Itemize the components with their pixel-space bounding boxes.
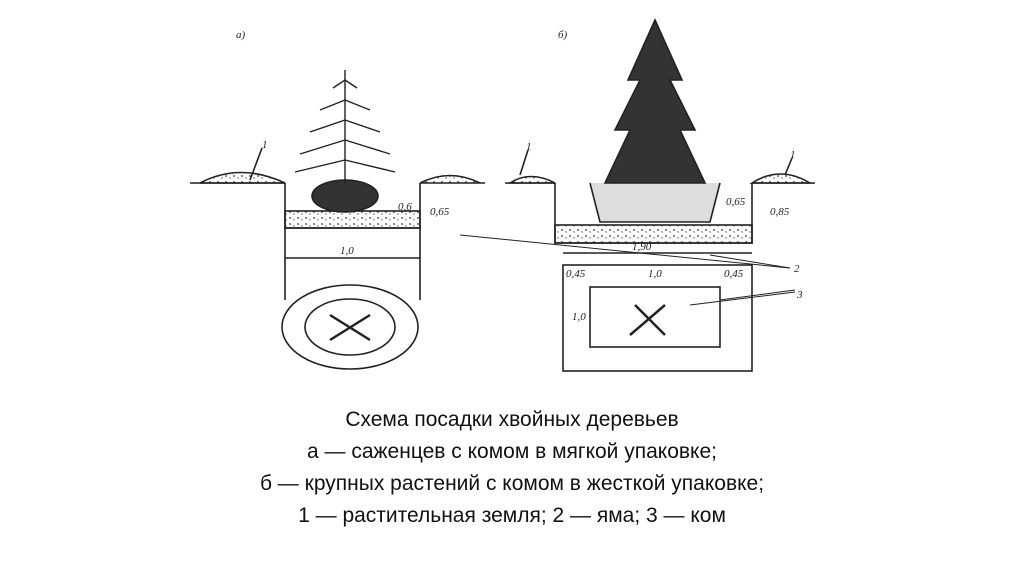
wooden-box [589,182,721,223]
plan-dimension: 1,0 [648,268,662,280]
plan-dimension: 1,0 [572,311,586,323]
caption-line-a: а — саженцев с комом в мягкой упаковке; [306,440,717,463]
panel-b-label: б) [558,29,568,41]
large-tree-icon [603,18,707,184]
callout-1: 1 [526,141,532,153]
depth-dimension: 0,65 [430,206,450,218]
caption-legend: 1 — растительная земля; 2 — яма; 3 — ком [298,504,726,527]
plan-dimension: 0,45 [566,268,586,280]
soil-mound-icon [199,171,286,184]
width-dimension: 1,90 [632,241,652,253]
depth-dimension: 0,6 [398,201,412,213]
seedling-tree-icon [294,70,396,185]
caption-title: Схема посадки хвойных деревьев [345,408,679,431]
plan-dimension: 0,45 [724,268,744,280]
callout-3: 3 [796,289,803,301]
drainage-layer [554,224,753,244]
plan-view-outer [281,284,419,370]
plan-view-pit [562,264,753,372]
plan-tree-icon [629,304,666,336]
panel-a-label: а) [236,29,246,41]
depth-dimension: 0,65 [726,196,746,208]
plan-view-root-ball [304,298,396,356]
caption-line-b: б — крупных растений с комом в жесткой у… [259,472,765,495]
callout-1: 1 [790,149,796,161]
depth-dimension: 0,85 [770,206,790,218]
width-dimension: 1,0 [340,245,354,257]
drainage-layer [284,210,421,229]
callout-1: 1 [262,139,268,151]
panel-a: а) 1 1,0 0,6 0,65 [190,29,485,370]
soil-mound-icon [419,174,481,184]
plan-view-box [589,286,721,348]
panel-b: б) 1,90 0,65 0,85 1 1 0,45 1,0 0,45 1,0 … [459,18,815,372]
figure-caption: Схема посадки хвойных деревьев а — сажен… [0,404,1024,532]
callout-2: 2 [794,263,800,275]
plan-tree-icon [329,313,371,342]
